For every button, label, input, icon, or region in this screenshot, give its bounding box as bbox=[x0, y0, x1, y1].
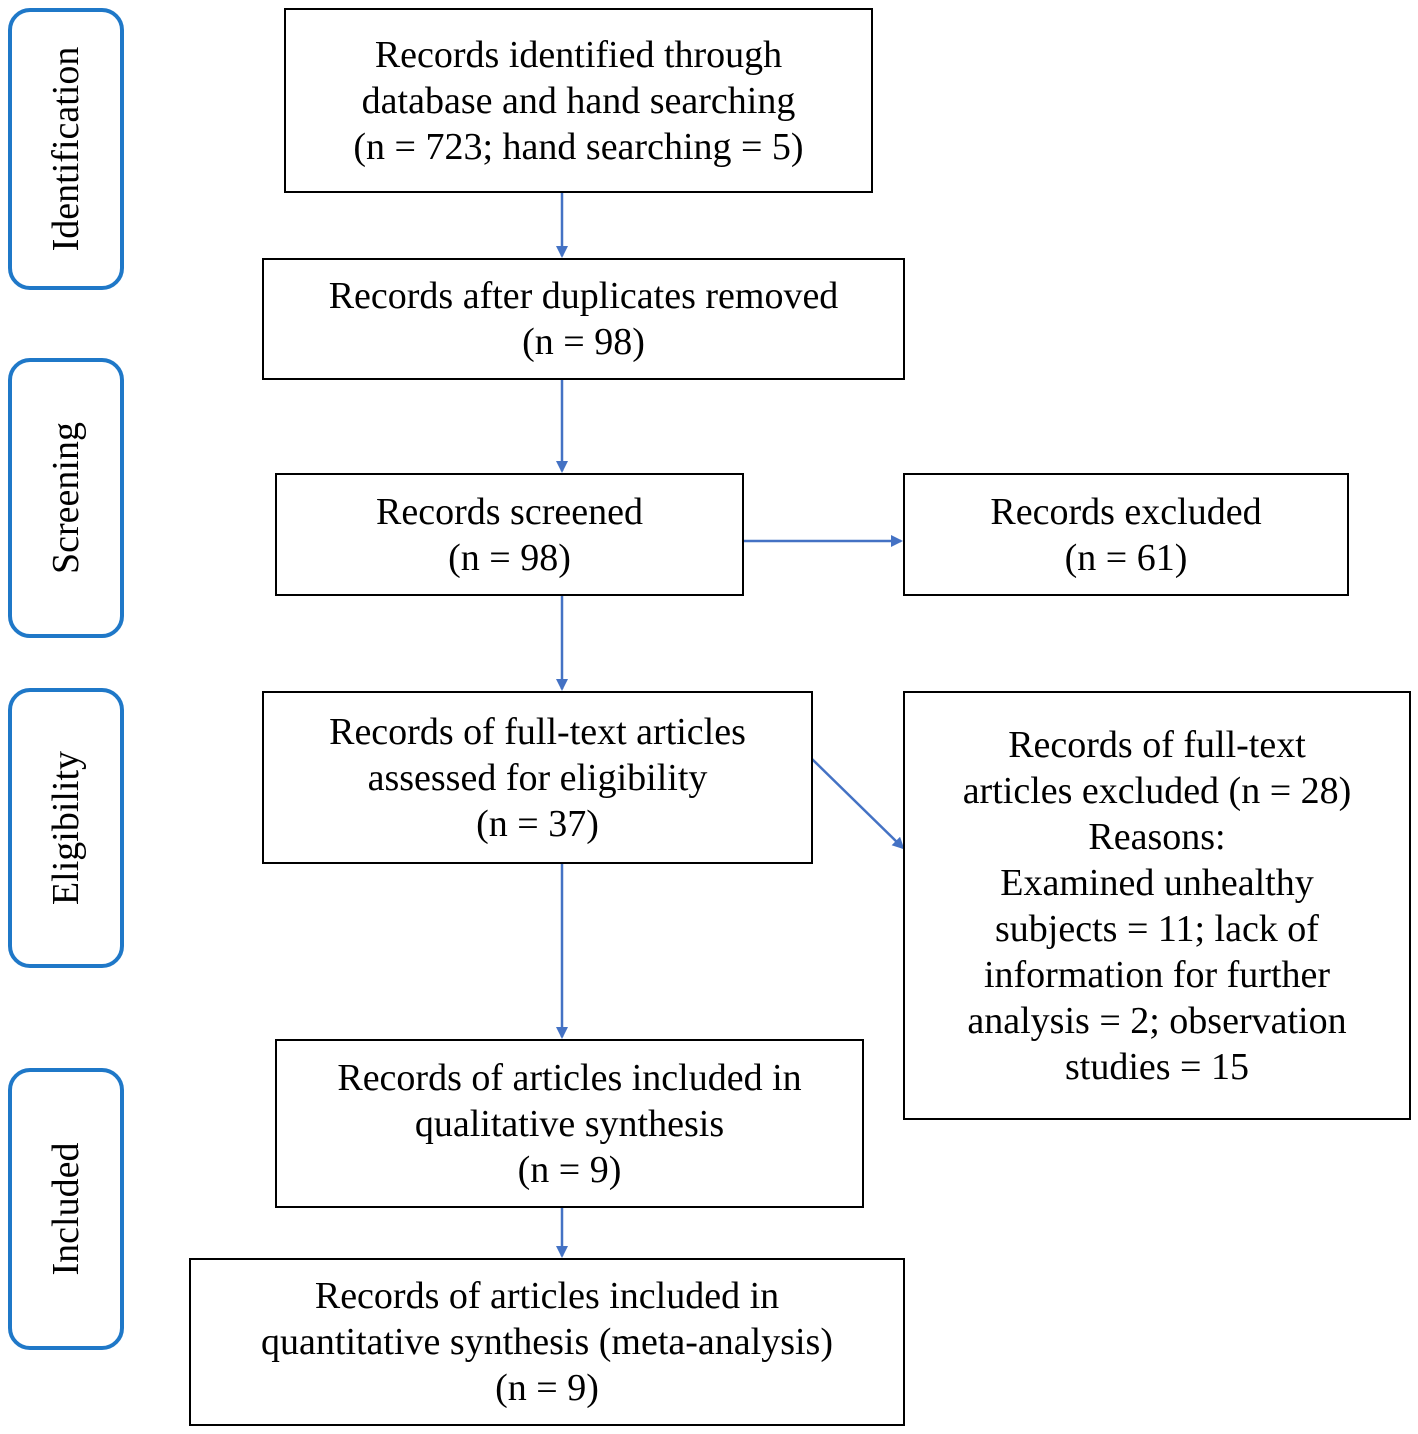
box-text-line: (n = 37) bbox=[476, 802, 599, 845]
box-text-line: (n = 61) bbox=[1064, 536, 1188, 579]
box-quantitative: Records of articles included in quantita… bbox=[189, 1258, 905, 1426]
stage-eligibility: Eligibility bbox=[8, 688, 124, 968]
stage-identification: Identification bbox=[8, 8, 124, 290]
stage-screening: Screening bbox=[8, 358, 124, 638]
box-deduplicated: Records after duplicates removed (n = 98… bbox=[262, 258, 905, 380]
box-text-line: Records of articles included in bbox=[337, 1056, 802, 1099]
box-text-line: quantitative synthesis (meta-analysis) bbox=[261, 1321, 833, 1363]
box-text-line: Records of full-text bbox=[1008, 723, 1306, 766]
box-text-line: (n = 9) bbox=[517, 1148, 622, 1191]
stage-included: Included bbox=[8, 1068, 124, 1350]
box-text-line: Reasons: bbox=[1088, 815, 1226, 858]
box-text-line: Records excluded bbox=[990, 490, 1262, 533]
box-identified: Records identified through database and … bbox=[284, 8, 873, 193]
box-text-line: analysis = 2; observation bbox=[967, 999, 1347, 1042]
box-screened: Records screened (n = 98) bbox=[275, 473, 744, 596]
box-text-line: (n = 98) bbox=[448, 536, 571, 579]
box-text-line: database and hand searching bbox=[361, 79, 796, 122]
box-text-line: Records screened bbox=[376, 490, 643, 533]
box-text-line: Records of full-text articles bbox=[329, 710, 746, 753]
box-qualitative: Records of articles included in qualitat… bbox=[275, 1039, 864, 1208]
box-text-line: subjects = 11; lack of bbox=[995, 907, 1319, 950]
box-text-line: Records after duplicates removed bbox=[328, 275, 839, 317]
box-text-line: information for further bbox=[983, 953, 1331, 996]
box-fulltext-assessed: Records of full-text articles assessed f… bbox=[262, 691, 813, 864]
box-fulltext-excluded: Records of full-text articles excluded (… bbox=[903, 691, 1411, 1120]
box-text-line: articles excluded (n = 28) bbox=[962, 769, 1352, 812]
box-text-line: qualitative synthesis bbox=[414, 1102, 725, 1145]
box-text-line: Records of articles included in bbox=[314, 1275, 780, 1317]
box-text-line: (n = 723; hand searching = 5) bbox=[353, 125, 804, 168]
box-text-line: assessed for eligibility bbox=[367, 756, 708, 799]
box-text-line: Records identified through bbox=[374, 33, 783, 76]
box-text-line: (n = 98) bbox=[522, 321, 645, 363]
box-excluded: Records excluded (n = 61) bbox=[903, 473, 1349, 596]
arrow-fulltext-to-excluded bbox=[811, 758, 905, 850]
box-text-line: studies = 15 bbox=[1065, 1045, 1249, 1088]
box-text-line: (n = 9) bbox=[495, 1367, 599, 1409]
box-text-line: Examined unhealthy bbox=[1000, 861, 1314, 904]
